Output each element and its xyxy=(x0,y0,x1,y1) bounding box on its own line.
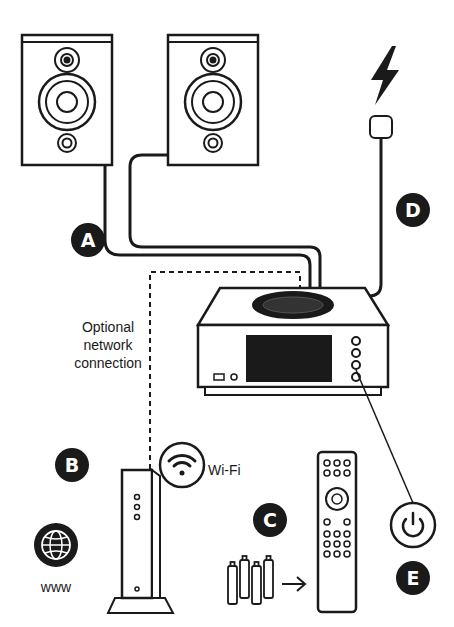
wifi-icon xyxy=(160,443,204,487)
speaker-cable xyxy=(130,155,320,290)
callout-circle: E xyxy=(396,561,430,595)
globe-icon xyxy=(34,523,78,567)
insert-arrow xyxy=(282,577,305,591)
callout-circle: D xyxy=(396,193,430,227)
power-button-icon xyxy=(391,503,435,547)
remote-control xyxy=(318,452,356,612)
speaker xyxy=(22,35,112,165)
callout-circle: A xyxy=(71,223,105,257)
speaker xyxy=(168,35,258,165)
callout-circle: B xyxy=(55,448,89,482)
text-label: www xyxy=(31,578,81,596)
callout-letter: E xyxy=(407,567,420,589)
callout-letter: D xyxy=(405,199,421,221)
callout-letter: B xyxy=(65,454,79,476)
wall-socket xyxy=(370,116,392,138)
batteries xyxy=(228,556,273,604)
callout-letter: C xyxy=(263,509,277,531)
router xyxy=(108,470,173,613)
callout-circle: C xyxy=(253,503,287,537)
callout-letter: A xyxy=(81,229,96,251)
power-bolt xyxy=(371,46,399,105)
text-label: Wi-Fi xyxy=(208,461,268,479)
text-label: Optional network connection xyxy=(56,318,160,372)
leader-line xyxy=(356,370,413,503)
power-cable xyxy=(369,138,381,296)
